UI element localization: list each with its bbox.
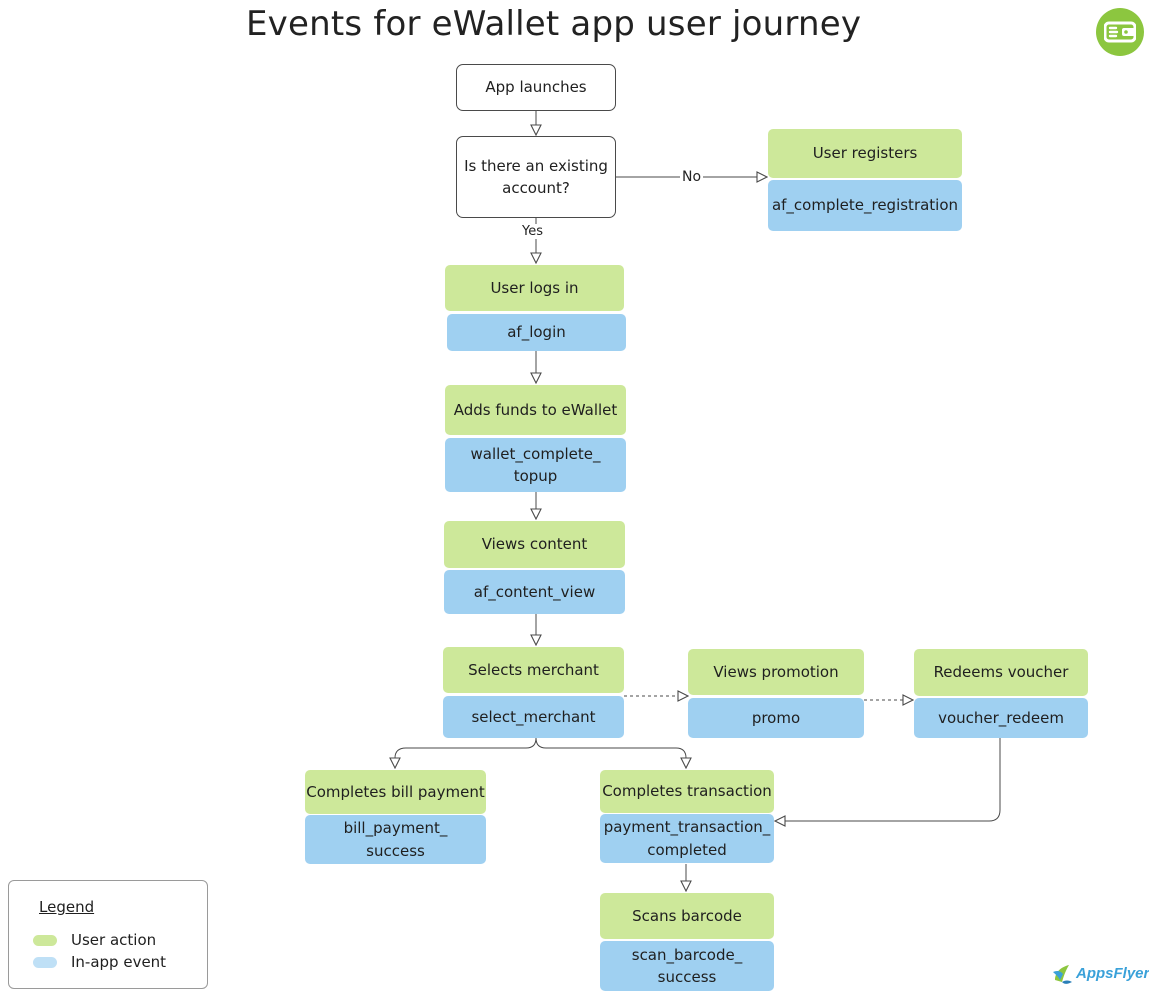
event-af-complete-registration: af_complete_registration [768,180,962,231]
edge-merchant-to-transaction [535,737,686,768]
node-views-content: Views content [444,521,625,568]
event-payment-transaction-completed: payment_transaction_ completed [600,814,774,863]
legend-label-user-action: User action [71,931,157,949]
legend-title: Legend [39,898,95,916]
legend: Legend User action In-app event [8,880,208,989]
ewallet-logo-icon [1096,8,1144,56]
node-existing-account-question: Is there an existing account? [456,136,616,218]
node-scans-barcode: Scans barcode [600,893,774,939]
legend-item-in-app-event: In-app event [33,953,166,971]
node-user-registers: User registers [768,129,962,178]
event-select-merchant: select_merchant [443,696,624,738]
node-user-logs-in: User logs in [445,265,624,311]
legend-item-user-action: User action [33,931,156,949]
event-bill-payment-success: bill_payment_ success [305,815,486,864]
node-completes-transaction: Completes transaction [600,770,774,813]
event-af-content-view: af_content_view [444,570,625,614]
node-completes-bill-payment: Completes bill payment [305,770,486,814]
appsflyer-logo: AppsFlyer [1052,960,1149,986]
event-scan-barcode-success: scan_barcode_ success [600,941,774,991]
node-adds-funds: Adds funds to eWallet [445,385,626,435]
node-app-launches: App launches [456,64,616,111]
edge-voucher-to-transaction [775,738,1001,821]
event-voucher-redeem: voucher_redeem [914,698,1088,738]
event-wallet-complete-topup: wallet_complete_ topup [445,438,626,492]
user-action-swatch [33,934,57,946]
node-views-promotion: Views promotion [688,649,864,695]
event-promo: promo [688,698,864,738]
edge-label-no: No [680,169,704,185]
in-app-event-swatch [33,956,57,968]
page-title: Events for eWallet app user journey [246,4,862,44]
event-af-login: af_login [447,314,626,351]
brand-logo-text: AppsFlyer [1076,964,1149,982]
edge-label-yes: Yes [520,224,545,239]
node-redeems-voucher: Redeems voucher [914,649,1088,696]
node-selects-merchant: Selects merchant [443,647,624,693]
edge-merchant-to-bill [395,737,537,768]
appsflyer-wing-icon [1053,965,1072,984]
legend-label-in-app-event: In-app event [71,953,167,971]
